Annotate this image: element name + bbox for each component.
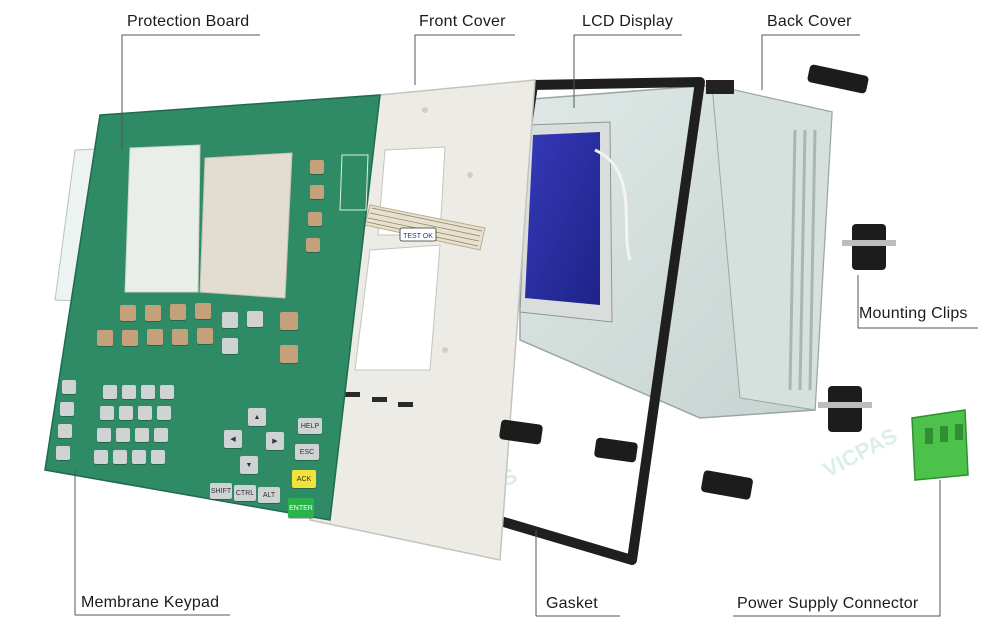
mounting-clip bbox=[701, 470, 753, 500]
keypad-numeric-key bbox=[60, 402, 74, 416]
keypad-numeric-key bbox=[116, 428, 130, 442]
keypad-side-key bbox=[308, 212, 322, 226]
ack-key: ACK bbox=[292, 470, 316, 488]
keypad-function-key bbox=[197, 328, 213, 344]
keypad-numeric-key bbox=[94, 450, 108, 464]
cage-hook bbox=[706, 80, 734, 94]
keypad-function-key bbox=[222, 312, 238, 328]
ctrl-key: CTRL bbox=[234, 485, 256, 501]
keypad-numeric-key bbox=[113, 450, 127, 464]
label-front-cover: Front Cover bbox=[419, 13, 506, 30]
keypad-numeric-key bbox=[103, 385, 117, 399]
arrow-left-key: ◀ bbox=[224, 430, 242, 448]
mounting-clip bbox=[818, 386, 872, 432]
flex-cable-tag: TEST OK bbox=[399, 227, 437, 242]
keypad-function-key bbox=[120, 305, 136, 321]
label-mounting-clips: Mounting Clips bbox=[859, 305, 968, 322]
arrow-up-key: ▲ bbox=[248, 408, 266, 426]
keypad-function-key bbox=[280, 345, 298, 363]
keypad-numeric-key bbox=[160, 385, 174, 399]
arrow-down-key: ▼ bbox=[240, 456, 258, 474]
keypad-function-key bbox=[247, 311, 263, 327]
keypad-numeric-key bbox=[97, 428, 111, 442]
keypad-numeric-key bbox=[132, 450, 146, 464]
keypad-numeric-key bbox=[157, 406, 171, 420]
leader-lines bbox=[74, 34, 978, 617]
keypad-side-key bbox=[310, 160, 324, 174]
power-supply-connector bbox=[911, 409, 969, 481]
mounting-clip bbox=[594, 437, 638, 463]
label-membrane-keypad: Membrane Keypad bbox=[81, 594, 220, 611]
keypad-numeric-key bbox=[135, 428, 149, 442]
keypad-numeric-key bbox=[100, 406, 114, 420]
label-lcd-display: LCD Display bbox=[582, 13, 674, 30]
alt-key: ALT bbox=[258, 487, 280, 503]
keypad-side-key bbox=[310, 185, 324, 199]
keypad-function-key bbox=[122, 330, 138, 346]
mounting-clip bbox=[807, 64, 869, 94]
keypad-numeric-key bbox=[119, 406, 133, 420]
mounting-clip bbox=[842, 224, 896, 270]
keypad-numeric-key bbox=[151, 450, 165, 464]
keypad-function-key bbox=[170, 304, 186, 320]
esc-key: ESC bbox=[295, 444, 319, 460]
label-back-cover: Back Cover bbox=[767, 13, 852, 30]
label-power-supply-connector: Power Supply Connector bbox=[737, 595, 919, 612]
keypad-function-key bbox=[97, 330, 113, 346]
svg-text:TEST OK: TEST OK bbox=[403, 233, 433, 240]
label-gasket: Gasket bbox=[546, 595, 598, 612]
keypad-function-key bbox=[222, 338, 238, 354]
keypad-numeric-key bbox=[122, 385, 136, 399]
help-key: HELP bbox=[298, 418, 322, 434]
keypad-numeric-key bbox=[141, 385, 155, 399]
keypad-numeric-key bbox=[62, 380, 76, 394]
keypad-numeric-key bbox=[138, 406, 152, 420]
keypad-numeric-key bbox=[56, 446, 70, 460]
keypad-numeric-key bbox=[154, 428, 168, 442]
keypad-side-key bbox=[306, 238, 320, 252]
keypad-numeric-key bbox=[58, 424, 72, 438]
keypad-function-key bbox=[172, 329, 188, 345]
keypad-function-key bbox=[195, 303, 211, 319]
keypad-function-key bbox=[280, 312, 298, 330]
keypad-function-key bbox=[147, 329, 163, 345]
label-protection-board: Protection Board bbox=[127, 13, 250, 30]
shift-key: SHIFT bbox=[210, 483, 232, 499]
enter-key: ENTER bbox=[288, 498, 314, 518]
mounting-clips bbox=[499, 64, 896, 500]
arrow-right-key: ▶ bbox=[266, 432, 284, 450]
keypad-function-key bbox=[145, 305, 161, 321]
mounting-clip bbox=[499, 419, 543, 445]
